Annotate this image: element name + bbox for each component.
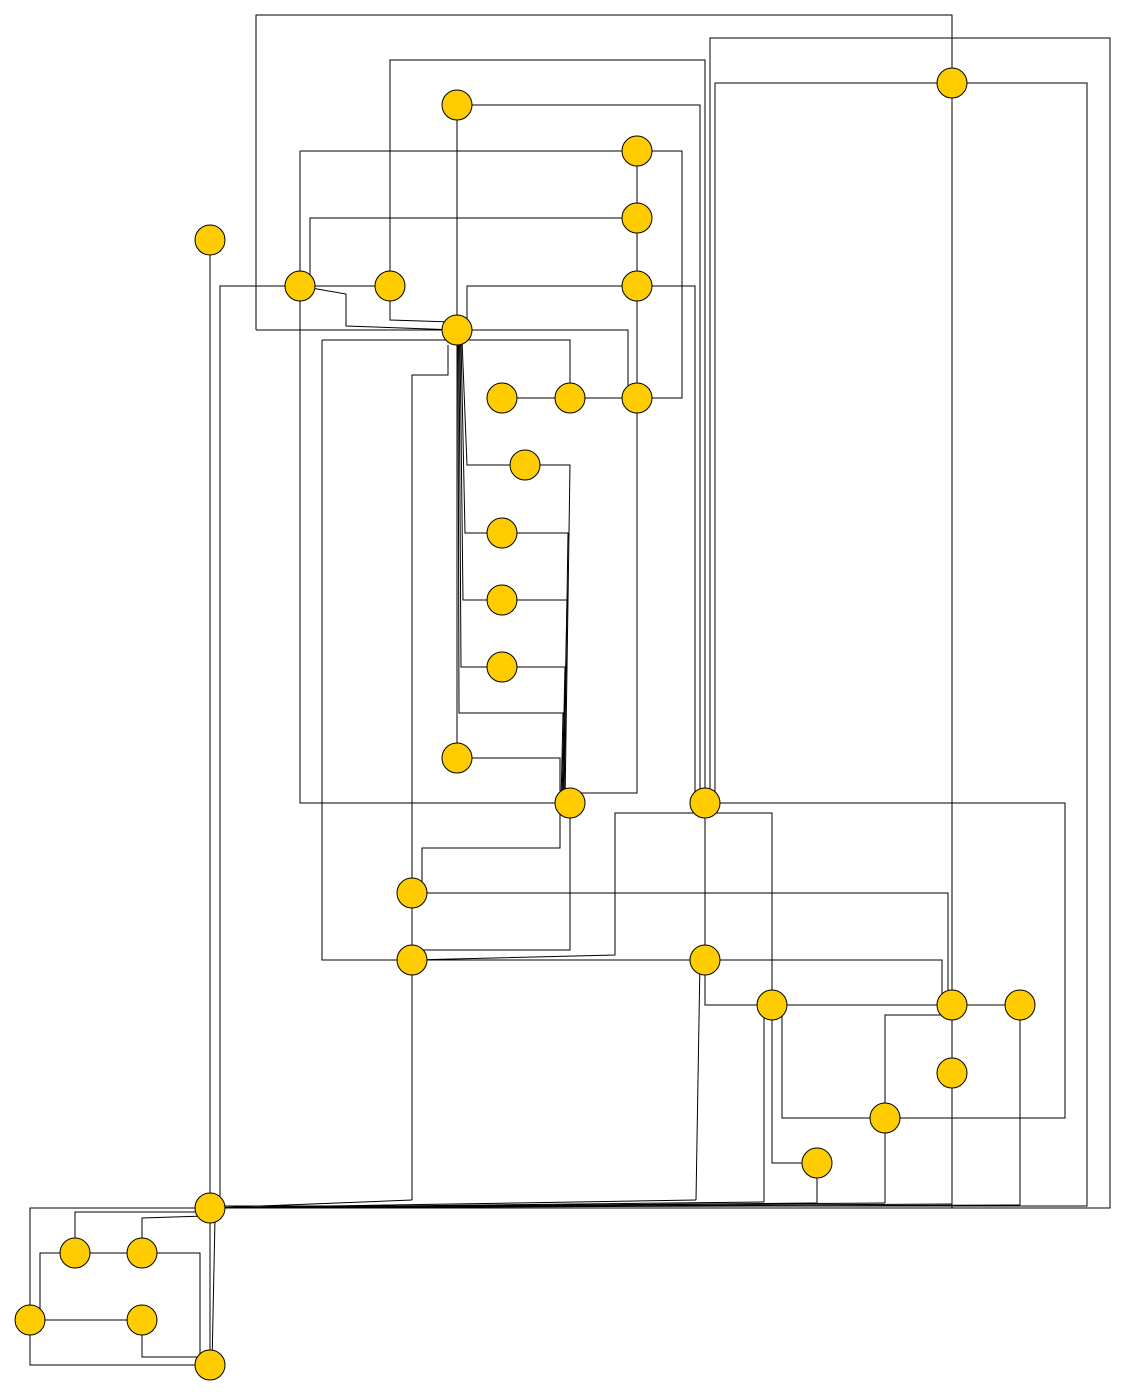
graph-node-n20[interactable]: [396, 877, 428, 909]
edge-9: [299, 151, 570, 804]
graph-node-n19[interactable]: [689, 787, 721, 819]
graph-node-n9[interactable]: [441, 314, 473, 346]
graph-node-n4[interactable]: [621, 202, 653, 234]
graph-node-n5[interactable]: [194, 224, 226, 256]
graph-node-n10[interactable]: [486, 382, 518, 414]
graph-node-n15[interactable]: [486, 584, 518, 616]
graph-node-n24[interactable]: [936, 989, 968, 1021]
edge-8: [300, 150, 683, 399]
edge-15: [299, 285, 458, 331]
graph-node-n21[interactable]: [396, 944, 428, 976]
edge-19: [321, 340, 412, 961]
graph-node-n13[interactable]: [509, 449, 541, 481]
graph-node-n16[interactable]: [486, 651, 518, 683]
graph-node-n17[interactable]: [441, 742, 473, 774]
graph-node-n23[interactable]: [756, 989, 788, 1021]
graph-node-n6[interactable]: [284, 270, 316, 302]
edge-12: [575, 286, 638, 794]
edge-3: [215, 82, 1088, 1207]
graph-node-n14[interactable]: [486, 517, 518, 549]
graph-node-n28[interactable]: [801, 1147, 833, 1179]
edge-22: [461, 339, 571, 804]
graph-node-n3[interactable]: [621, 135, 653, 167]
graph-node-n2[interactable]: [936, 67, 968, 99]
edge-35: [704, 803, 772, 1006]
graph-node-n33[interactable]: [126, 1304, 158, 1336]
graph-node-n22[interactable]: [689, 944, 721, 976]
edge-39: [884, 1014, 952, 1118]
edge-53: [29, 1207, 210, 1366]
edge-1: [255, 14, 953, 1208]
edge-46: [209, 1199, 413, 1209]
edge-56: [39, 1252, 201, 1365]
edge-60: [211, 1217, 216, 1366]
graph-node-n7[interactable]: [374, 270, 406, 302]
graph-node-n32[interactable]: [14, 1304, 46, 1336]
edge-17: [256, 329, 629, 398]
graph-node-n26[interactable]: [936, 1057, 968, 1089]
edge-31: [412, 892, 949, 1005]
edge-30: [421, 810, 561, 893]
edge-13: [466, 285, 696, 803]
edge-18: [322, 339, 571, 398]
edge-20: [411, 345, 449, 1200]
edge-26: [457, 339, 564, 804]
graph-node-n29[interactable]: [194, 1192, 226, 1224]
graph-node-n1[interactable]: [441, 89, 473, 121]
edge-14: [219, 285, 390, 1208]
graph-node-n34[interactable]: [194, 1349, 226, 1381]
edge-10: [309, 217, 637, 286]
graph-node-n31[interactable]: [126, 1237, 158, 1269]
edge-36: [695, 959, 701, 1201]
edge-29: [420, 803, 571, 951]
edge-23: [460, 339, 569, 804]
edge-24: [459, 339, 568, 804]
edge-6: [457, 104, 701, 803]
graph-node-n18[interactable]: [554, 787, 586, 819]
edge-32: [411, 812, 773, 1005]
graph-node-n27[interactable]: [869, 1102, 901, 1134]
graph-node-n12[interactable]: [621, 382, 653, 414]
nodes-layer: [14, 67, 1036, 1381]
graph-node-n8[interactable]: [621, 270, 653, 302]
edge-27: [456, 345, 561, 803]
graph-node-n11[interactable]: [554, 382, 586, 414]
edge-42: [781, 1015, 885, 1119]
edge-33: [412, 959, 943, 1005]
graph-node-n25[interactable]: [1004, 989, 1036, 1021]
edge-43: [771, 1015, 817, 1164]
edges-layer: [29, 14, 1111, 1366]
edge-52: [209, 1204, 1021, 1209]
graph-node-n30[interactable]: [59, 1237, 91, 1269]
edge-2: [215, 37, 1111, 1209]
edge-34: [705, 802, 1066, 1119]
edge-5: [389, 59, 706, 803]
